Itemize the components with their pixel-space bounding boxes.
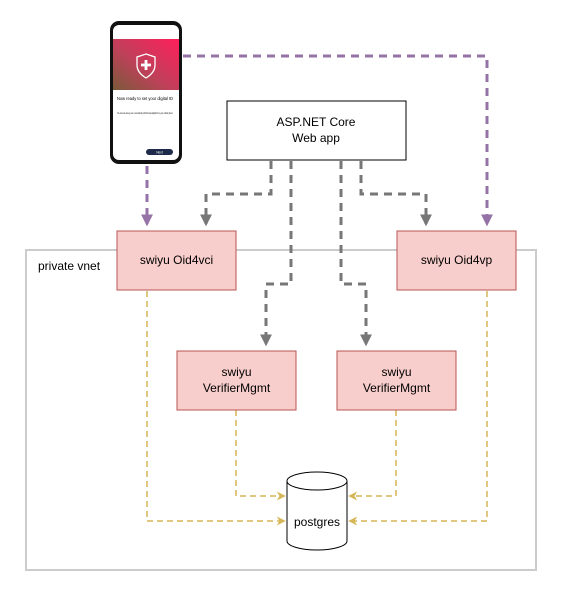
verifiermgmt-right-node: swiyu VerifierMgmt: [336, 350, 457, 411]
verifiermgmt-right-to-postgres-connector: [348, 410, 397, 501]
webapp-to-oid4vci-connector: [200, 161, 273, 227]
phone-body-text: You can now set up your a new identity w…: [117, 111, 173, 115]
private-vnet-container: [25, 249, 537, 571]
postgres-label: postgres: [294, 515, 340, 529]
verifiermgmt-left-node: swiyu VerifierMgmt: [176, 350, 297, 411]
wallet-to-oid4vp-connector: [183, 54, 493, 227]
phone-wallet-illustration: Now ready to set your digital ID You can…: [110, 21, 182, 164]
phone-heading: Now ready to set your digital ID: [117, 96, 174, 101]
postgres-database-icon: postgres: [286, 471, 348, 551]
verifiermgmt-left-line1: swiyu: [221, 365, 251, 379]
webapp-to-verifiermgmt-right-connector: [339, 161, 372, 347]
oid4vci-label: swiyu Oid4vci: [140, 253, 213, 267]
oid4vci-node: swiyu Oid4vci: [116, 230, 237, 291]
shield-cross-icon: [136, 53, 156, 79]
webapp-to-verifiermgmt-left-connector: [260, 161, 293, 347]
verifiermgmt-left-to-postgres-connector: [235, 410, 286, 501]
verifiermgmt-left-line2: VerifierMgmt: [203, 381, 271, 395]
webapp-subtitle: Web app: [292, 131, 340, 145]
oid4vp-node: swiyu Oid4vp: [396, 230, 517, 291]
private-vnet-label: private vnet: [38, 259, 101, 273]
oid4vp-to-postgres-connector: [348, 291, 488, 526]
webapp-title: ASP.NET Core: [277, 115, 356, 129]
oid4vp-label: swiyu Oid4vp: [421, 253, 493, 267]
verifiermgmt-right-line2: VerifierMgmt: [363, 381, 431, 395]
phone-next-button-label: Next: [156, 150, 163, 154]
verifiermgmt-right-line1: swiyu: [381, 365, 411, 379]
webapp-to-oid4vp-connector: [359, 161, 432, 227]
webapp-node: ASP.NET Core Web app: [226, 100, 407, 161]
oid4vci-to-postgres-connector: [146, 291, 286, 526]
phone-next-button: [146, 149, 173, 155]
